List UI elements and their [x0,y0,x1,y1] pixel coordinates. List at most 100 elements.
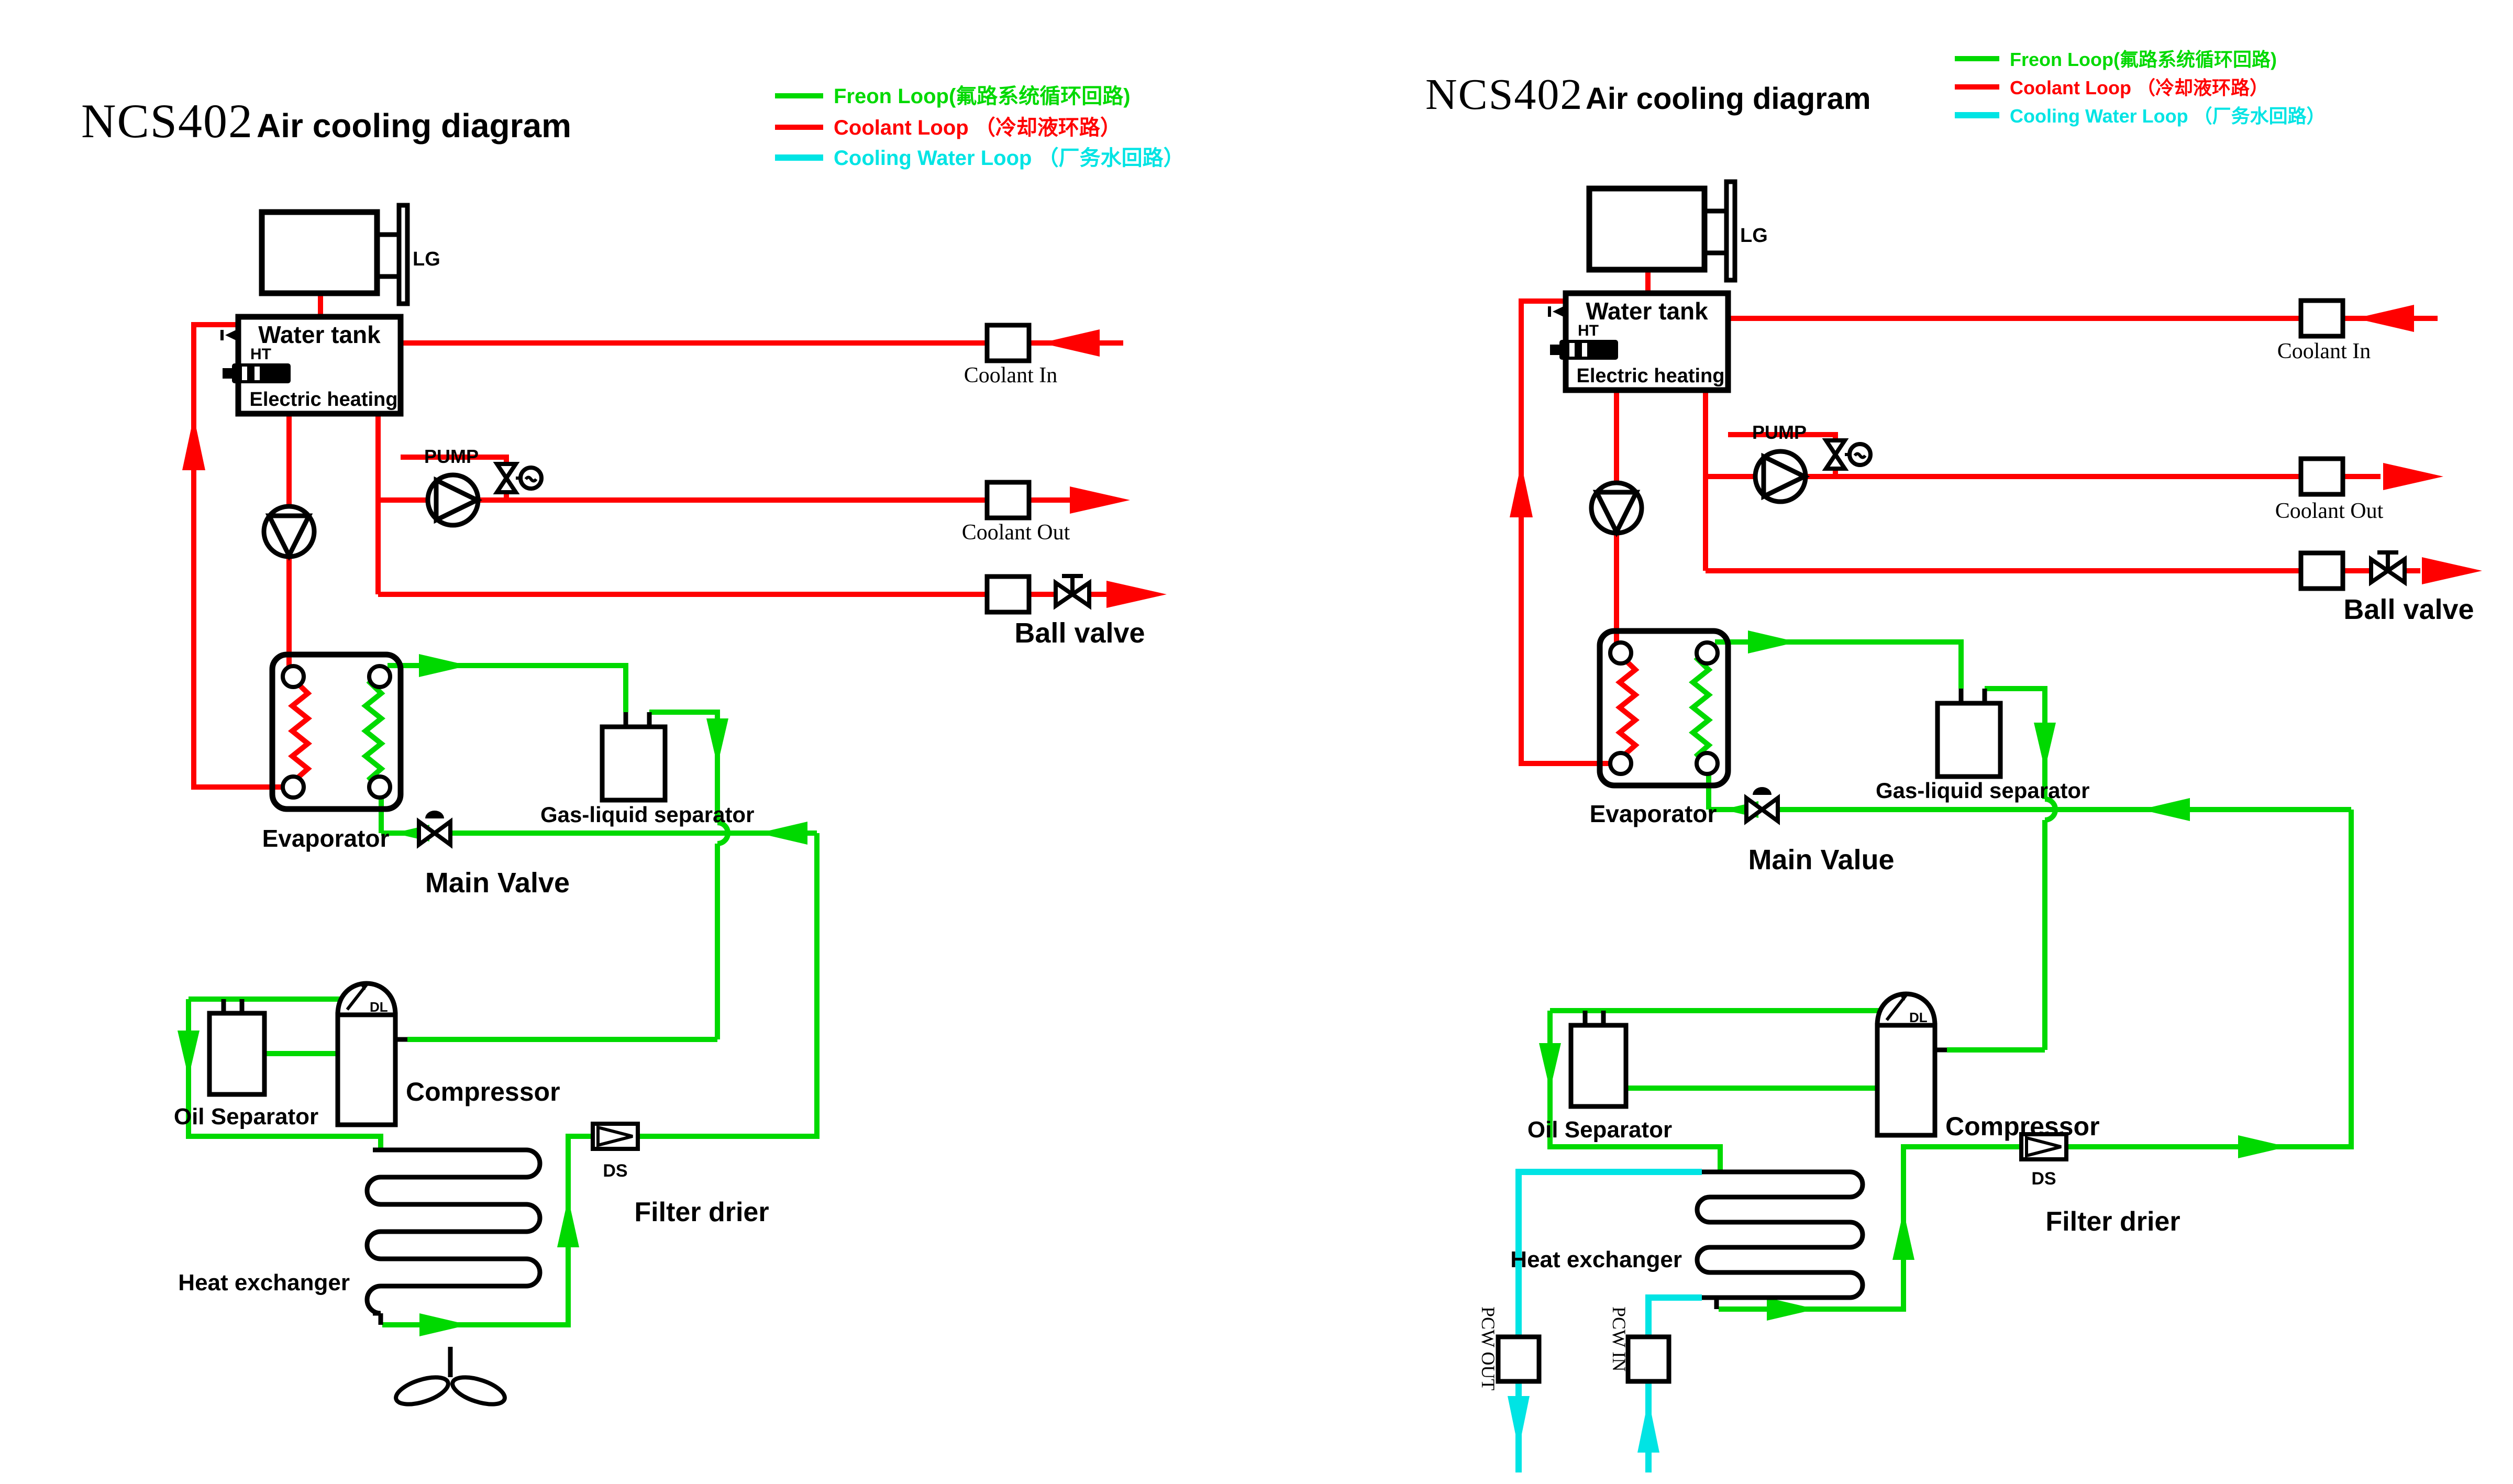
left-labels: Water tank Electric heating HT LG PUMP C… [174,248,1145,1295]
flow-arrow-up-icon [1637,1399,1659,1453]
pump [1753,449,1810,504]
gas-liquid-separator [600,712,668,803]
flow-arrow-left-icon [2141,798,2190,821]
compressor-label: Compressor [406,1077,560,1106]
flow-arrow-right-icon [1767,1298,1816,1321]
flow-arrow-right-icon [1748,630,1797,654]
circulation-pump [261,504,317,561]
evaporator-cold-coil [361,679,386,782]
compressor [335,981,407,1127]
main-valve-label: Main Valve [425,867,570,899]
right-title: NCS402 Air cooling diagram [1425,70,1871,119]
ball-valve-port [2298,550,2345,591]
ht-label: HT [250,346,271,363]
water-tank-label: Water tank [258,321,381,348]
right-legend: Freon Loop(氟路系统循环回路) Coolant Loop （冷却液环路… [1955,49,2326,127]
evaporator [269,651,404,812]
regulating-valve-with-gauge-icon [493,462,544,494]
pump-label: PUMP [424,446,479,467]
flow-arrow-left-icon [2355,305,2414,332]
flow-arrow-down-icon [706,718,728,766]
model-title: NCS402 [1425,70,1583,119]
freon-legend-label: Freon Loop(氟路系统循环回路) [2010,49,2277,70]
ball-valve-label: Ball valve [1014,617,1145,649]
filter-drier-icon [591,1122,640,1151]
ht-label: HT [1578,322,1599,339]
electric-heater-icon [223,363,291,383]
gas-liquid-separator-label: Gas-liquid separator [540,802,754,827]
flow-arrow-right-icon [2383,463,2443,490]
left-freon-piping [178,654,820,1336]
ball-valve-icon [2369,550,2407,586]
electric-heating-label: Electric heating [1577,365,1725,387]
ds-label: DS [2031,1169,2056,1189]
main-valve-label: Main Value [1748,844,1894,876]
expansion-tank [259,209,380,296]
flow-arrow-up-icon [182,416,205,470]
flow-arrow-up-icon [557,1198,579,1247]
expansion-tank [1586,185,1708,273]
filter-drier-icon [2019,1132,2068,1161]
dl-label: DL [1909,1010,1928,1025]
oil-separator [1568,1011,1629,1109]
pcw-in-label: PCW IN [1609,1306,1630,1371]
flow-arrow-left-icon [1041,329,1100,357]
coolant-legend-label: Coolant Loop （冷却液环路） [834,116,1121,139]
oil-separator-label: Oil Separator [174,1104,318,1129]
pump-label: PUMP [1752,422,1807,443]
compressor [1875,991,1947,1138]
heat-exchanger-coil [1695,1169,1865,1300]
heat-exchanger-label: Heat exchanger [1510,1247,1682,1272]
lg-label: LG [413,248,440,270]
oil-separator [207,999,267,1097]
flow-arrow-up-icon [1892,1211,1914,1260]
gas-liquid-separator-label: Gas-liquid separator [1876,778,2089,803]
circulation-pump [1589,480,1644,538]
coolant-in-label: Coolant In [964,363,1057,387]
evaporator-label: Evaporator [1590,800,1717,827]
compressor-label: Compressor [1945,1112,2100,1141]
coolant-out-label: Coolant Out [2275,499,2384,523]
left-coolant-piping [182,293,1167,790]
diagram-title: Air cooling diagram [1586,82,1871,116]
left-legend: Freon Loop(氟路系统循环回路) Coolant Loop （冷却液环路… [775,85,1184,170]
flow-arrow-down-icon [178,1031,200,1078]
heat-exchanger-label: Heat exchanger [178,1270,350,1295]
left-equipment [207,203,1091,1407]
drain-cock-icon [220,329,238,341]
evaporator-hot-coil [1615,655,1640,759]
right-labels: Water tank Electric heating HT LG PUMP C… [1478,225,2474,1390]
ds-label: DS [603,1161,627,1181]
main-valve-icon [417,811,452,849]
level-gauge [377,203,410,306]
water-tank-label: Water tank [1586,297,1708,325]
ball-valve-label: Ball valve [2343,594,2474,625]
flow-arrow-right-icon [2422,557,2482,584]
dl-label: DL [370,999,388,1015]
fan-icon [394,1347,507,1407]
cooling-water-legend-label: Cooling Water Loop （厂务水回路） [834,147,1184,170]
flow-arrow-right-icon [419,1313,469,1336]
level-gauge [1704,179,1737,283]
pcw-out-label: PCW OUT [1478,1306,1499,1390]
filter-drier-label: Filter drier [634,1197,769,1227]
flow-arrow-left-icon [758,822,807,845]
coolant-in-port [2298,298,2345,339]
right-cooling-water-piping [1508,1169,1702,1472]
flow-arrow-up-icon [1510,463,1533,517]
coolant-legend-label: Coolant Loop （冷却液环路） [2010,77,2268,98]
flow-arrow-down-icon [1539,1043,1561,1090]
coolant-in-port [984,323,1032,363]
flow-arrow-down-icon [1508,1396,1530,1449]
flow-arrow-right-icon [1106,581,1167,608]
left-title: NCS402 Air cooling diagram [81,94,571,148]
freon-legend-label: Freon Loop(氟路系统循环回路) [834,85,1131,108]
flow-arrow-right-icon [1070,486,1130,514]
flow-arrow-right-icon [2238,1135,2287,1158]
pump [425,472,483,528]
evaporator [1597,628,1731,789]
flow-arrow-down-icon [2034,723,2056,770]
model-title: NCS402 [81,94,253,148]
